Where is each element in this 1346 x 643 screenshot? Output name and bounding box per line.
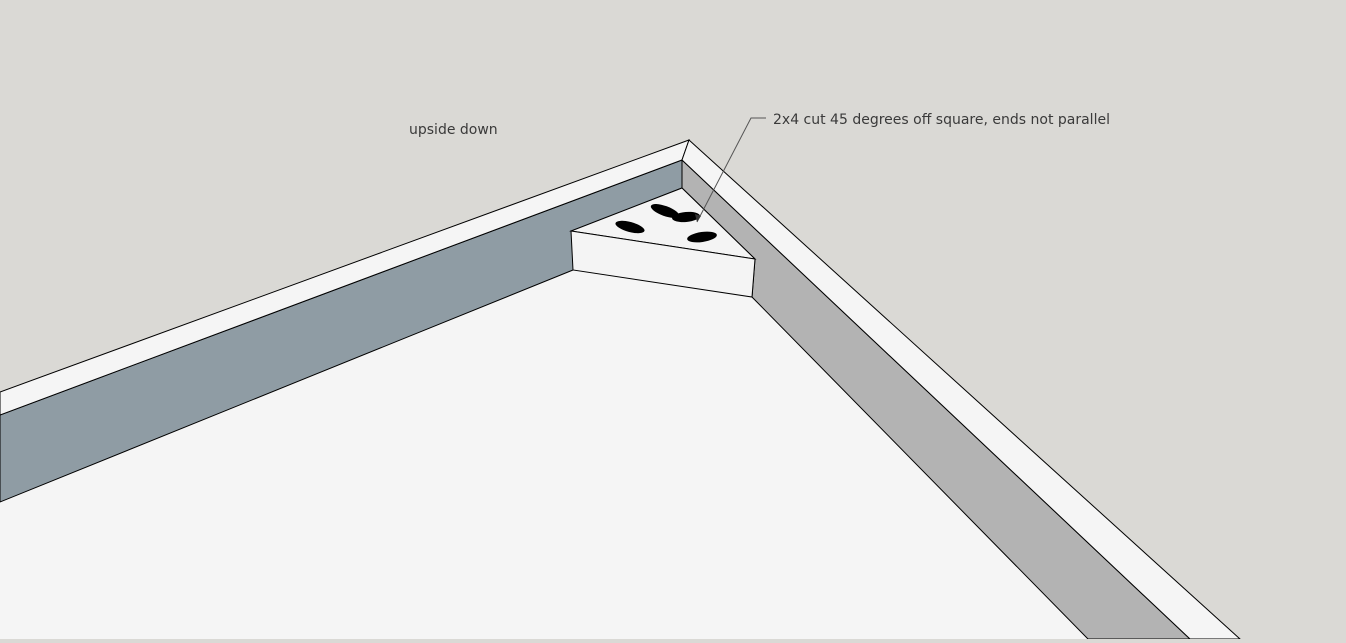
screw-hole bbox=[672, 211, 700, 223]
corner-block-front bbox=[570, 230, 756, 298]
orientation-note: upside down bbox=[409, 122, 498, 138]
screw-hole bbox=[650, 204, 680, 218]
screw-hole bbox=[687, 231, 717, 243]
leader-arrowhead bbox=[695, 214, 701, 222]
annotation-leader-line bbox=[696, 117, 766, 223]
cut-note: 2x4 cut 45 degrees off square, ends not … bbox=[773, 112, 1110, 128]
screw-hole bbox=[615, 220, 645, 234]
